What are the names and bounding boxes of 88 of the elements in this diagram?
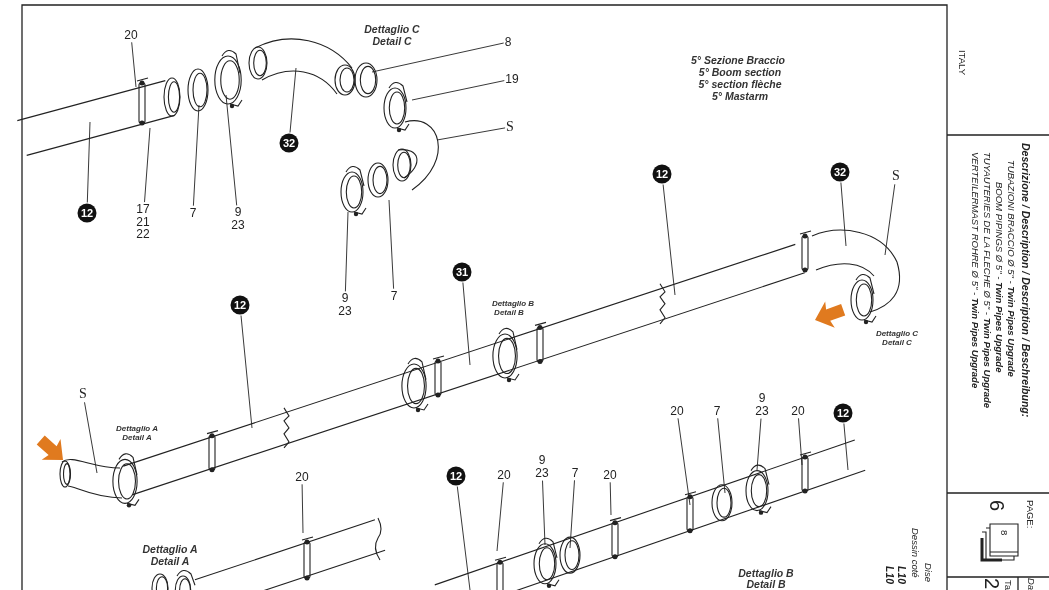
leader-line (411, 80, 505, 101)
leader-line (609, 481, 612, 516)
detail-caption: Detail C (372, 35, 412, 47)
page-number: 6 (984, 500, 1008, 512)
title-block-text: Descrizione / Description / Description / Beschreibung: (1020, 143, 1032, 418)
title-block-text: Dessin coté (909, 528, 921, 578)
leader-line (84, 401, 98, 474)
part-number: 7 (571, 466, 579, 480)
callout-number: 32 (279, 133, 299, 153)
part-letter: S (506, 119, 514, 135)
leader-line (371, 42, 505, 73)
callout-number: 31 (452, 262, 472, 282)
leader-line (344, 211, 349, 292)
part-number: 20 (124, 28, 138, 42)
leader-line (542, 480, 546, 546)
section-title: 5° Sezione Braccio (690, 54, 786, 66)
leader-line (144, 127, 151, 203)
title-block-text: L10 (884, 566, 896, 585)
leader-line (388, 199, 395, 290)
leader-line (717, 417, 726, 494)
leader-line (756, 418, 762, 471)
detail-caption: Dettaglio A (116, 423, 158, 433)
part-number: 20 (670, 404, 684, 418)
title-block-text: Dise (922, 563, 934, 582)
title-block-text: Ta (1002, 580, 1014, 590)
title-block-text: PAGE: (1024, 500, 1036, 529)
title-block-text: TUYAUTERIES DE LA FLECHE Ø 5" - Twin Pipes Upgrade (981, 152, 993, 409)
title-block-text: BOOM PIPINGS Ø 5" - Twin Pipes Upgrade (993, 182, 1005, 373)
part-letter: S (79, 386, 87, 402)
leader-line (496, 481, 504, 552)
part-number: 7 (390, 289, 398, 303)
part-number: 9 23 (231, 206, 245, 232)
title-block-text: VERTEILERMAST ROHRE Ø 5" - Twin Pipes Upgrade (969, 152, 981, 389)
detail-caption: Detail A (122, 432, 152, 442)
section-title: 5° Mastarm (711, 90, 769, 102)
detail-caption: Dettaglio C (875, 328, 919, 338)
callout-number: 12 (833, 403, 853, 423)
callout-number: 12 (77, 203, 97, 223)
leader-line (192, 104, 200, 207)
leader-line (662, 184, 676, 296)
leader-line (798, 417, 803, 466)
leader-line (462, 282, 471, 366)
part-number: 8 (504, 35, 512, 49)
detail-caption: Detail A (150, 555, 190, 567)
detail-caption: Detail C (882, 337, 912, 347)
title-block-text: L10 (896, 566, 908, 585)
leader-line (289, 67, 297, 133)
callout-number: 12 (446, 466, 466, 486)
part-number: 20 (295, 470, 309, 484)
detail-caption: Dettaglio B (738, 567, 794, 579)
part-number: 20 (497, 468, 511, 482)
detail-caption: Dettaglio A (142, 543, 198, 555)
leader-line (884, 183, 896, 256)
leader-line (86, 121, 91, 203)
leader-line (436, 127, 506, 141)
leader-line (225, 94, 238, 206)
part-number: 19 (505, 72, 519, 86)
callout-number: 32 (830, 162, 850, 182)
part-number: 7 (189, 206, 197, 220)
part-letter: S (892, 168, 900, 184)
part-number: 20 (603, 468, 617, 482)
page-number: 8 (998, 530, 1010, 536)
leader-line (569, 479, 575, 549)
part-number: 20 (791, 404, 805, 418)
title-block-text: 2 (979, 578, 1003, 590)
detail-caption: Dettaglio C (364, 23, 420, 35)
leader-line (840, 182, 847, 247)
callout-number: 12 (652, 164, 672, 184)
leader-line (677, 417, 691, 506)
leader-line (456, 486, 471, 590)
detail-caption: Detail B (746, 578, 786, 590)
part-number: 17 21 22 (136, 203, 150, 241)
leader-line (301, 483, 304, 534)
part-number: 9 23 (338, 292, 352, 318)
title-block-text: ITALY (956, 50, 968, 75)
part-number: 9 23 (755, 392, 769, 418)
part-number: 7 (713, 404, 721, 418)
leader-line (843, 423, 849, 471)
leader-line (240, 315, 253, 429)
detail-caption: Dettaglio B (491, 298, 535, 308)
title-block-text: TUBAZIONI BRACCIO Ø 5" - Twin Pipes Upgrade (1005, 160, 1017, 377)
detail-caption: Detail B (494, 307, 524, 317)
title-block-text: Da (1025, 578, 1037, 590)
part-number: 9 23 (535, 454, 549, 480)
section-title: 5° section flèche (698, 78, 782, 90)
callout-number: 12 (230, 295, 250, 315)
section-title: 5° Boom section (698, 66, 782, 78)
leader-line (131, 41, 137, 88)
